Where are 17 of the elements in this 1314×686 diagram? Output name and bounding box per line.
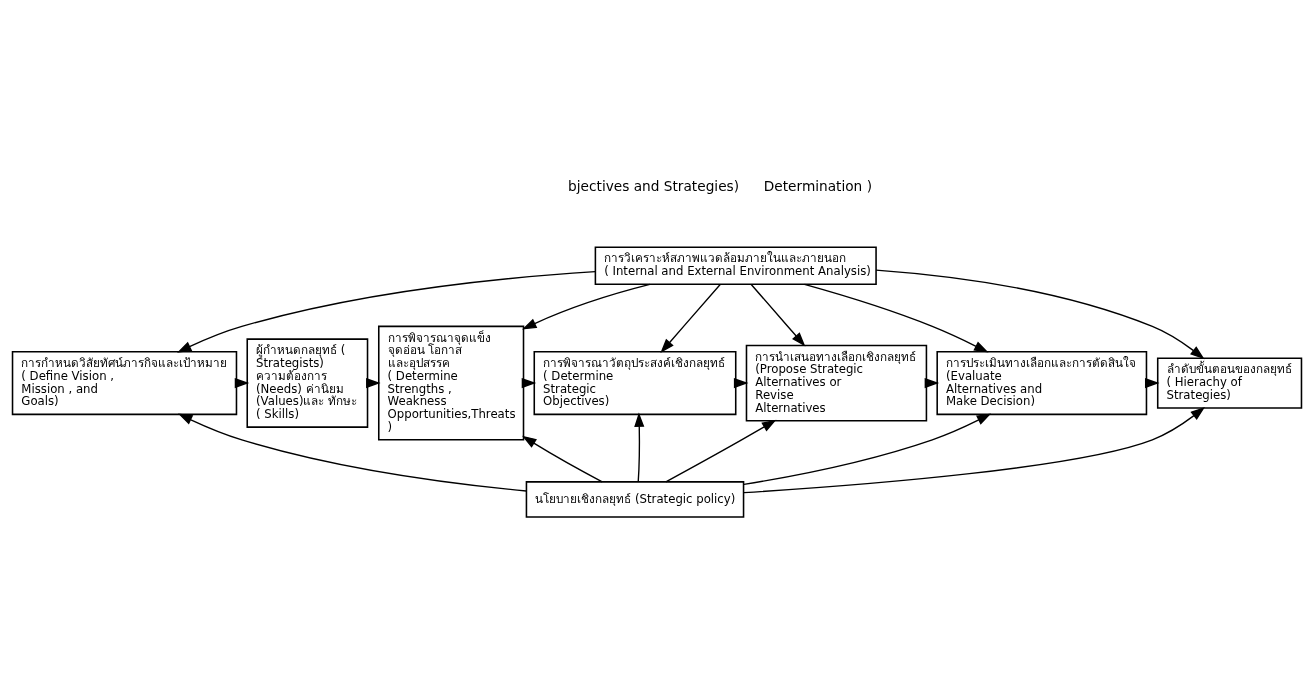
node-box: ลำดับขั้นตอนของกลยุทธ์ ( Hierachy of Strategies) (1156, 356, 1303, 409)
arrow (522, 435, 603, 482)
arrow (803, 283, 989, 353)
arrow (743, 406, 1205, 493)
arrow (177, 270, 596, 353)
arrow (665, 419, 777, 482)
arrow (743, 413, 992, 485)
node-box: นโยบายเชิงกลยุทธ์ (Strategic policy) (525, 480, 745, 518)
arrow (634, 411, 645, 482)
node-box: การวิเคราะห์สภาพแวดล้อมภายในและภายนอก ( Internal and External Environment Analysis) (594, 245, 877, 285)
label: Determination ) (763, 177, 872, 194)
arrow (522, 283, 651, 329)
arrow (177, 413, 527, 492)
arrow (750, 283, 806, 347)
arrow (660, 283, 721, 353)
label: bjectives and Strategies) (568, 177, 740, 194)
arrow (875, 268, 1205, 359)
